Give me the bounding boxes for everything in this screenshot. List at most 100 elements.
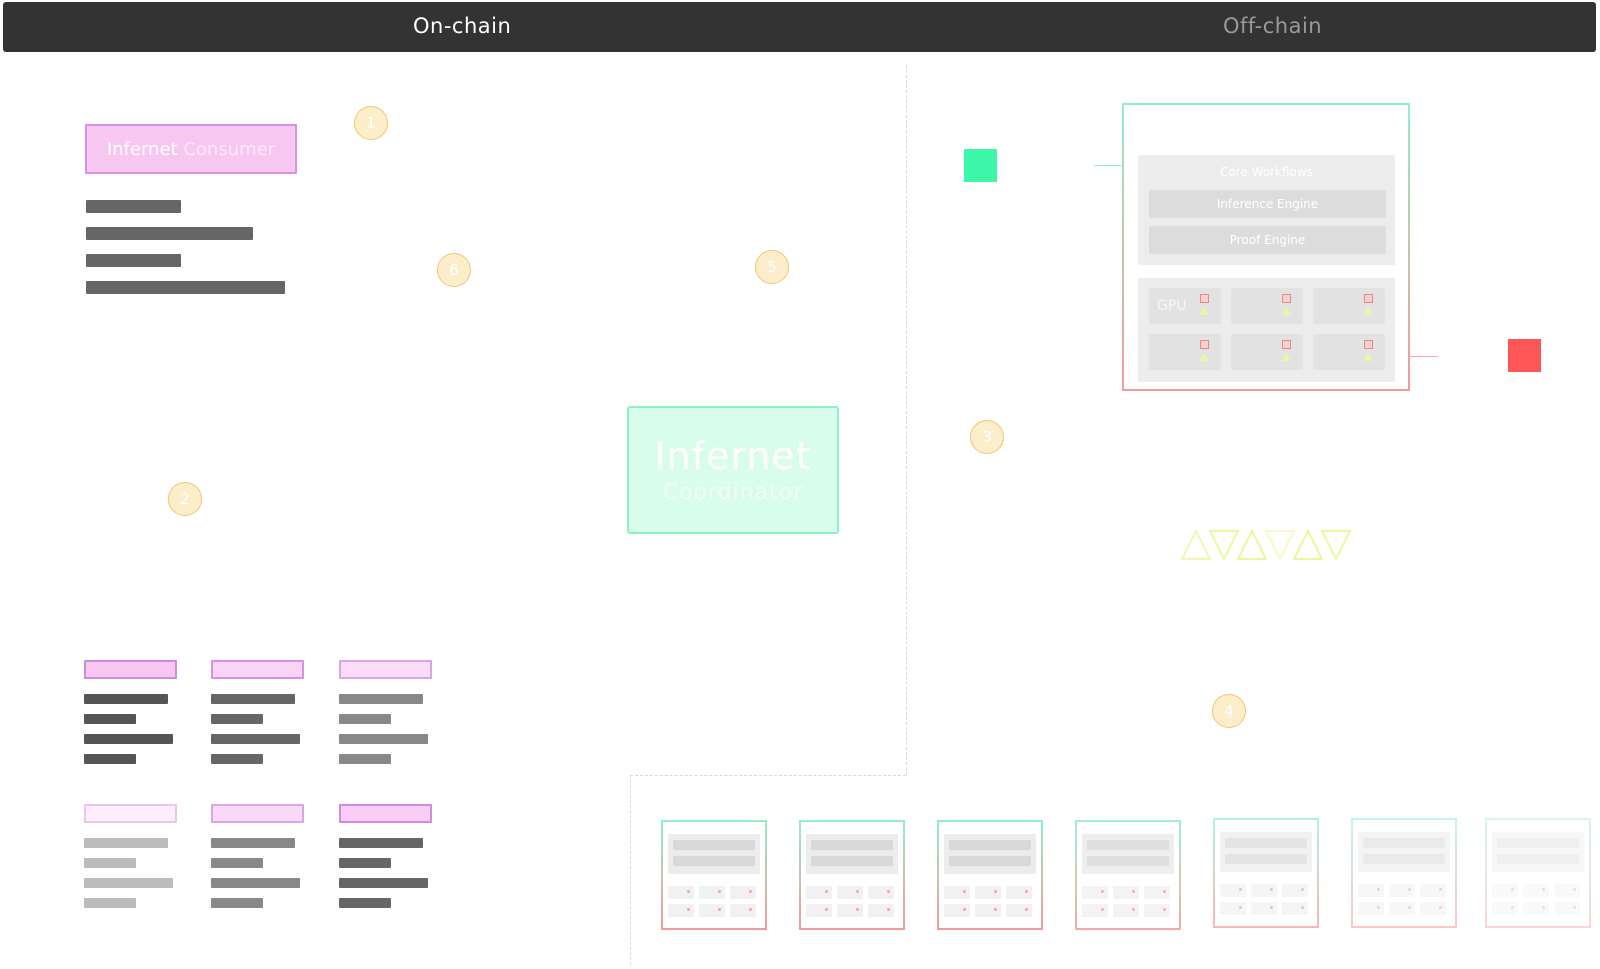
consumer-line-3 xyxy=(86,254,181,267)
contract-line xyxy=(84,878,173,888)
triangle-down-icon xyxy=(1208,530,1240,561)
proof-engine-bar: Proof Engine xyxy=(1149,226,1386,254)
hardware-cell xyxy=(1231,288,1303,324)
status-square-icon xyxy=(1364,340,1373,349)
coordinator-title: Infernet xyxy=(654,434,812,478)
step-number: 1 xyxy=(366,114,376,132)
contract-line xyxy=(211,878,300,888)
triangle-up-icon xyxy=(1236,529,1268,560)
hardware-panel: GPU xyxy=(1138,278,1395,382)
status-square-icon xyxy=(1200,294,1209,303)
output-square xyxy=(1508,339,1541,372)
chain-divider-horizontal xyxy=(630,775,906,776)
core-workflows-panel: Core Workflows Inference Engine Proof En… xyxy=(1138,155,1395,265)
status-triangle-icon xyxy=(1281,353,1291,361)
contract-line xyxy=(84,898,136,908)
input-square xyxy=(964,149,997,182)
triangle-down-icon xyxy=(1264,530,1296,561)
contract-line xyxy=(339,838,423,848)
step-number: 2 xyxy=(180,490,190,508)
output-connector xyxy=(1410,356,1438,357)
status-triangle-icon xyxy=(1363,307,1373,315)
step-marker-6: 6 xyxy=(437,253,471,287)
contract-line xyxy=(84,734,173,744)
contract-card xyxy=(211,660,304,679)
contract-line xyxy=(339,694,423,704)
status-triangle-icon xyxy=(1199,307,1209,315)
step-marker-3: 3 xyxy=(970,420,1004,454)
infernet-coordinator-box: Infernet Coordinator xyxy=(627,406,839,534)
contract-line xyxy=(84,838,168,848)
hardware-cell xyxy=(1313,288,1385,324)
contract-card xyxy=(84,804,177,823)
consumer-line-1 xyxy=(86,200,181,213)
contract-line xyxy=(211,734,300,744)
consumer-title-part2: Consumer xyxy=(183,138,276,160)
hardware-cell: GPU xyxy=(1149,288,1221,324)
contract-line xyxy=(84,754,136,764)
contract-line xyxy=(211,714,263,724)
status-square-icon xyxy=(1282,340,1291,349)
gpu-label: GPU xyxy=(1157,298,1187,314)
step-number: 6 xyxy=(449,261,459,279)
status-square-icon xyxy=(1364,294,1373,303)
network-node xyxy=(1485,818,1591,928)
core-workflows-title: Core Workflows xyxy=(1220,165,1313,179)
network-node xyxy=(799,820,905,930)
proof-triangles xyxy=(1180,529,1352,561)
hardware-cell xyxy=(1149,334,1221,370)
chain-divider-lower xyxy=(630,775,631,965)
coordinator-subtitle: Coordinator xyxy=(662,480,804,505)
chain-divider-vertical xyxy=(906,65,907,775)
status-triangle-icon xyxy=(1199,353,1209,361)
off-chain-label: Off-chain xyxy=(1223,14,1323,38)
network-node xyxy=(937,820,1043,930)
contract-line xyxy=(339,898,391,908)
consumer-line-4 xyxy=(86,281,285,294)
contract-line xyxy=(339,858,391,868)
contract-line xyxy=(84,694,168,704)
contract-card xyxy=(339,660,432,679)
header-bar: On-chain Off-chain xyxy=(3,2,1596,52)
contract-line xyxy=(339,714,391,724)
infernet-node-box: Core Workflows Inference Engine Proof En… xyxy=(1122,103,1410,391)
network-node xyxy=(1075,820,1181,930)
status-square-icon xyxy=(1200,340,1209,349)
status-square-icon xyxy=(1282,294,1291,303)
triangle-down-icon xyxy=(1320,530,1352,561)
hardware-cell xyxy=(1231,334,1303,370)
input-connector xyxy=(1094,165,1122,166)
contract-card xyxy=(211,804,304,823)
triangle-up-icon xyxy=(1292,529,1324,560)
contract-card xyxy=(339,804,432,823)
infernet-consumer-box: Infernet Consumer xyxy=(85,124,297,174)
status-triangle-icon xyxy=(1363,353,1373,361)
contract-line xyxy=(211,754,263,764)
step-number: 4 xyxy=(1224,702,1234,720)
step-marker-2: 2 xyxy=(168,482,202,516)
step-marker-5: 5 xyxy=(755,250,789,284)
step-marker-4: 4 xyxy=(1212,694,1246,728)
contract-card xyxy=(84,660,177,679)
contract-line xyxy=(339,754,391,764)
contract-line xyxy=(339,734,428,744)
network-node xyxy=(1213,818,1319,928)
status-triangle-icon xyxy=(1281,307,1291,315)
contract-line xyxy=(339,878,428,888)
contract-line xyxy=(84,714,136,724)
contract-line xyxy=(211,838,295,848)
on-chain-label: On-chain xyxy=(413,14,512,38)
step-number: 5 xyxy=(767,258,777,276)
contract-line xyxy=(211,858,263,868)
step-marker-1: 1 xyxy=(354,106,388,140)
inference-engine-bar: Inference Engine xyxy=(1149,190,1386,218)
consumer-title-part1: Infernet xyxy=(106,138,178,160)
contract-line xyxy=(211,694,295,704)
triangle-up-icon xyxy=(1180,529,1212,560)
step-number: 3 xyxy=(982,428,992,446)
network-node xyxy=(661,820,767,930)
contract-line xyxy=(84,858,136,868)
consumer-line-2 xyxy=(86,227,253,240)
network-node xyxy=(1351,818,1457,928)
hardware-cell xyxy=(1313,334,1385,370)
